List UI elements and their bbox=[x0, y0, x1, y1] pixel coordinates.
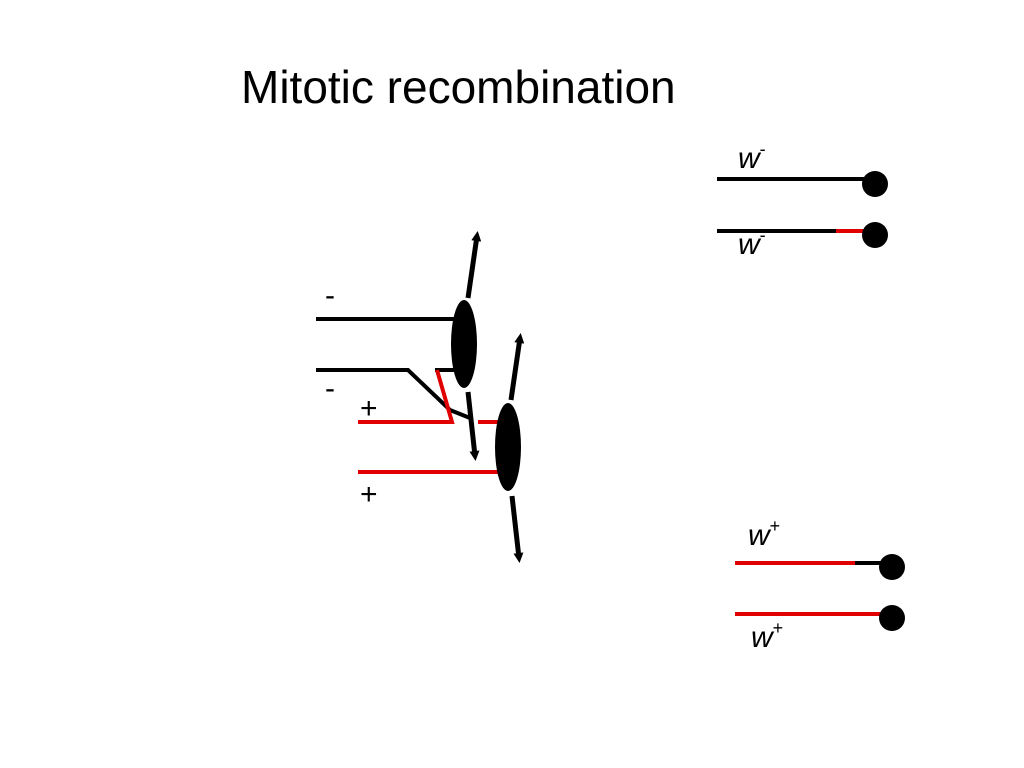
slide-title: Mitotic recombination bbox=[241, 61, 676, 113]
genotype-label-3-base: w bbox=[748, 519, 770, 552]
genotype-label-2: w- bbox=[738, 226, 766, 261]
centromere-upper bbox=[451, 300, 477, 388]
genotype-label-3-sup: + bbox=[769, 516, 781, 536]
genotype-label-4-sup: + bbox=[772, 618, 784, 638]
genotype-label-1-sup: - bbox=[759, 139, 766, 159]
spindle-arrow-upper-down bbox=[465, 391, 480, 461]
allele-sign-top: - bbox=[325, 279, 335, 312]
spindle-arrow-lower-down bbox=[509, 495, 524, 563]
allele-sign-second: - bbox=[325, 372, 335, 405]
allele-sign-third: + bbox=[360, 392, 378, 425]
genotype-label-2-sup: - bbox=[759, 225, 766, 245]
genotype-label-2-base: w bbox=[738, 228, 760, 261]
genotype-label-1-base: w bbox=[738, 142, 760, 175]
result-3-centromere bbox=[879, 554, 905, 580]
spindle-arrow-lower-up bbox=[508, 333, 525, 401]
genotype-label-4-base: w bbox=[751, 621, 773, 654]
genotype-label-3: w+ bbox=[748, 517, 780, 552]
chromatid-third-red bbox=[358, 369, 455, 424]
allele-sign-bottom: + bbox=[360, 478, 378, 511]
chromatid-second-black bbox=[316, 368, 471, 420]
result-2-centromere bbox=[862, 222, 888, 248]
result-1-centromere bbox=[862, 171, 888, 197]
centromere-lower bbox=[495, 403, 521, 491]
spindle-arrow-upper-up bbox=[465, 231, 482, 299]
genotype-label-4: w+ bbox=[751, 619, 783, 654]
result-4-centromere bbox=[879, 605, 905, 631]
genotype-label-1: w- bbox=[738, 140, 766, 175]
